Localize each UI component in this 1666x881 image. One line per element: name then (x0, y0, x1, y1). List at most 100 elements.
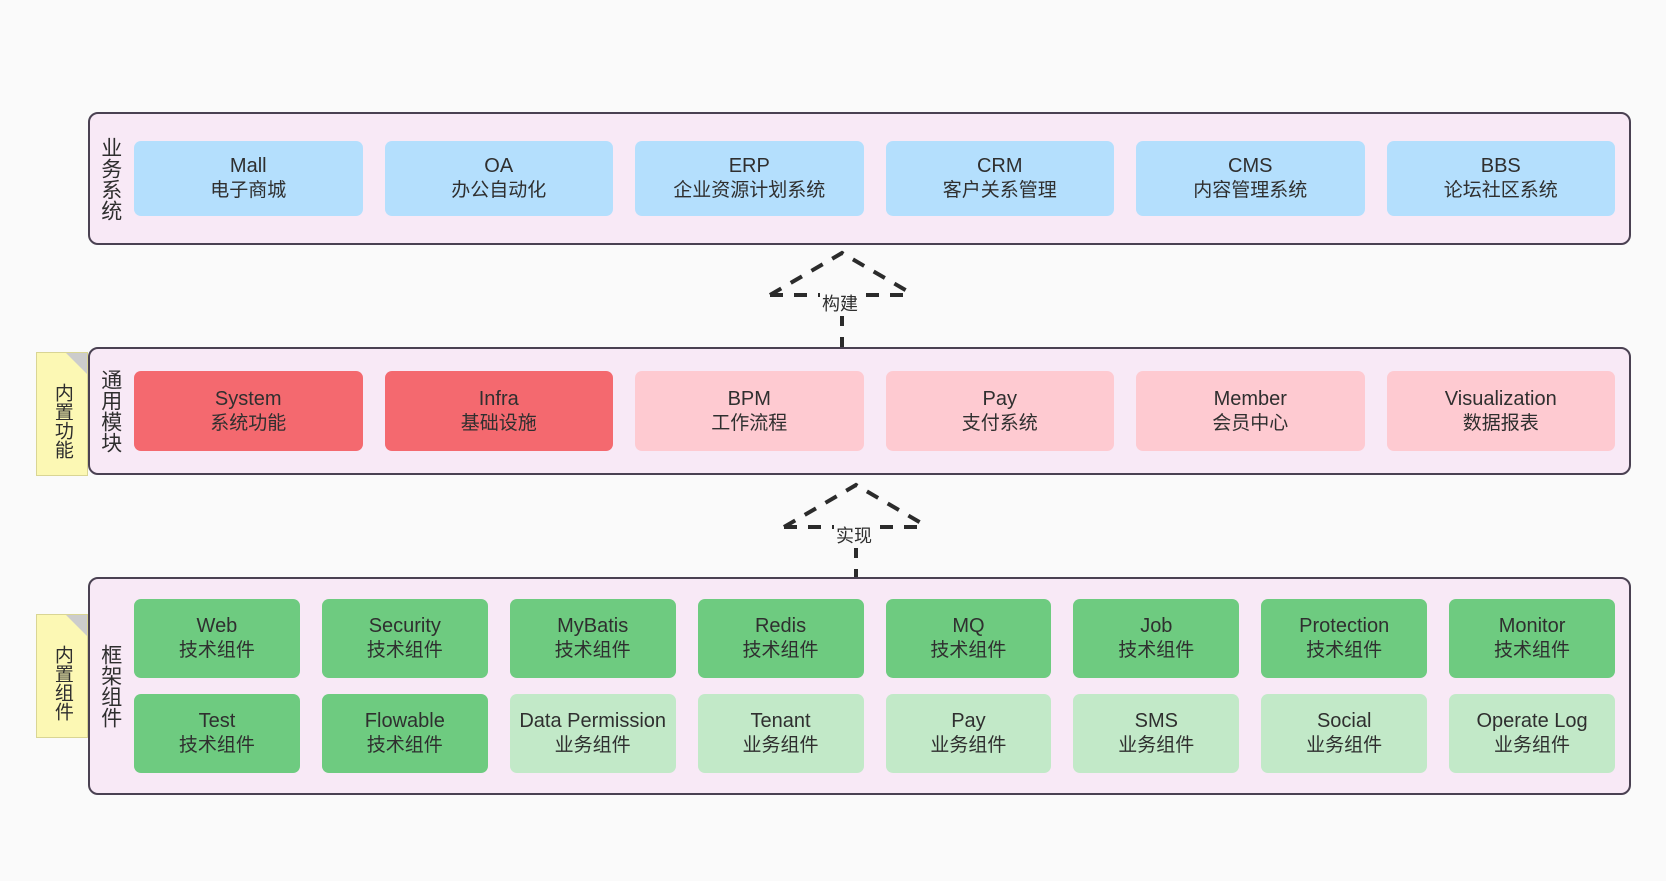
layer-common-modules: 通用模块 System 系统功能 Infra 基础设施 BPM 工作流程 Pay… (88, 347, 1631, 475)
card-title: Pay (982, 387, 1017, 410)
card-tenant[interactable]: Tenant 业务组件 (697, 694, 864, 773)
card-title: SMS (1134, 710, 1178, 733)
layer-framework-components: 框架组件 Web 技术组件 Security 技术组件 MyBatis 技术组件… (88, 577, 1631, 795)
card-subtitle: 业务组件 (930, 735, 1007, 757)
card-subtitle: 技术组件 (742, 640, 819, 662)
connector-label-implement: 实现 (834, 522, 874, 548)
card-subtitle: 工作流程 (711, 412, 788, 434)
card-title: Protection (1299, 615, 1390, 638)
card-subtitle: 数据报表 (1462, 412, 1539, 434)
card-title: CMS (1228, 155, 1273, 178)
card-title: ERP (728, 155, 770, 178)
card-subtitle: 客户关系管理 (942, 180, 1057, 202)
card-job[interactable]: Job 技术组件 (1073, 599, 1240, 678)
connector-implement: 实现 (766, 482, 946, 582)
card-visualization[interactable]: Visualization 数据报表 (1386, 371, 1615, 451)
card-protection[interactable]: Protection 技术组件 (1261, 599, 1428, 678)
card-member[interactable]: Member 会员中心 (1136, 371, 1365, 451)
card-row: System 系统功能 Infra 基础设施 BPM 工作流程 Pay 支付系统… (134, 371, 1615, 451)
card-row: Mall 电子商城 OA 办公自动化 ERP 企业资源计划系统 CRM 客户关系… (134, 141, 1615, 216)
note-label: 内置组件 (51, 645, 73, 721)
generalization-arrow-icon (782, 482, 930, 582)
card-subtitle: 技术组件 (366, 640, 443, 662)
card-sms[interactable]: SMS 业务组件 (1073, 694, 1240, 773)
card-subtitle: 技术组件 (178, 640, 255, 662)
card-title: Pay (951, 710, 986, 733)
card-mq[interactable]: MQ 技术组件 (885, 599, 1052, 678)
card-title: Data Permission (519, 710, 667, 733)
card-pay[interactable]: Pay 支付系统 (885, 371, 1114, 451)
card-subtitle: 技术组件 (366, 735, 443, 757)
card-subtitle: 系统功能 (210, 412, 287, 434)
card-title: Tenant (750, 710, 811, 733)
card-title: Member (1213, 387, 1287, 410)
card-subtitle: 基础设施 (460, 412, 537, 434)
layer-title-business: 业务系统 (98, 136, 122, 221)
card-title: System (214, 387, 282, 410)
card-subtitle: 技术组件 (1494, 640, 1571, 662)
generalization-arrow-icon (768, 250, 916, 350)
card-bbs[interactable]: BBS 论坛社区系统 (1386, 141, 1615, 216)
card-subtitle: 企业资源计划系统 (673, 180, 826, 202)
card-cms[interactable]: CMS 内容管理系统 (1136, 141, 1365, 216)
card-title: MyBatis (557, 615, 629, 638)
card-subtitle: 业务组件 (1118, 735, 1195, 757)
card-title: Monitor (1498, 615, 1566, 638)
card-title: Infra (478, 387, 519, 410)
card-title: OA (484, 155, 514, 178)
layer-business-systems: 业务系统 Mall 电子商城 OA 办公自动化 ERP 企业资源计划系统 CRM… (88, 112, 1631, 245)
layer-title-framework: 框架组件 (98, 644, 122, 728)
card-title: Web (196, 615, 238, 638)
card-subtitle: 内容管理系统 (1193, 180, 1308, 202)
card-title: Job (1140, 615, 1173, 638)
card-title: MQ (952, 615, 985, 638)
card-subtitle: 业务组件 (742, 735, 819, 757)
card-title: Test (198, 710, 236, 733)
note-builtin-components: 内置组件 (36, 614, 88, 738)
card-subtitle: 技术组件 (554, 640, 631, 662)
card-flowable[interactable]: Flowable 技术组件 (321, 694, 488, 773)
card-system[interactable]: System 系统功能 (134, 371, 363, 451)
card-security[interactable]: Security 技术组件 (321, 599, 488, 678)
card-redis[interactable]: Redis 技术组件 (697, 599, 864, 678)
card-row: Test 技术组件 Flowable 技术组件 Data Permission … (134, 694, 1615, 773)
card-title: CRM (976, 155, 1023, 178)
layer-body-framework: Web 技术组件 Security 技术组件 MyBatis 技术组件 Redi… (130, 579, 1629, 793)
card-subtitle: 业务组件 (1306, 735, 1383, 757)
card-subtitle: 办公自动化 (451, 180, 547, 202)
card-subtitle: 技术组件 (1118, 640, 1195, 662)
card-title: Visualization (1444, 387, 1557, 410)
card-subtitle: 会员中心 (1212, 412, 1289, 434)
card-oa[interactable]: OA 办公自动化 (384, 141, 613, 216)
card-test[interactable]: Test 技术组件 (134, 694, 300, 773)
card-social[interactable]: Social 业务组件 (1261, 694, 1428, 773)
card-erp[interactable]: ERP 企业资源计划系统 (635, 141, 864, 216)
card-subtitle: 支付系统 (961, 412, 1038, 434)
card-title: BBS (1480, 155, 1521, 178)
card-subtitle: 业务组件 (554, 735, 631, 757)
card-title: BPM (727, 387, 771, 410)
card-monitor[interactable]: Monitor 技术组件 (1449, 599, 1615, 678)
card-title: Social (1316, 710, 1372, 733)
card-title: Redis (754, 615, 807, 638)
card-crm[interactable]: CRM 客户关系管理 (885, 141, 1114, 216)
card-mall[interactable]: Mall 电子商城 (134, 141, 363, 216)
card-row: Web 技术组件 Security 技术组件 MyBatis 技术组件 Redi… (134, 599, 1615, 678)
note-builtin-functions: 内置功能 (36, 352, 88, 476)
card-title: Mall (229, 155, 267, 178)
card-subtitle: 电子商城 (210, 180, 287, 202)
card-subtitle: 技术组件 (178, 735, 255, 757)
card-mybatis[interactable]: MyBatis 技术组件 (509, 599, 676, 678)
note-label: 内置功能 (51, 383, 73, 459)
card-pay-business[interactable]: Pay 业务组件 (885, 694, 1052, 773)
card-operate-log[interactable]: Operate Log 业务组件 (1449, 694, 1615, 773)
connector-label-build: 构建 (820, 290, 860, 316)
card-title: Flowable (364, 710, 445, 733)
card-subtitle: 论坛社区系统 (1443, 180, 1558, 202)
card-web[interactable]: Web 技术组件 (134, 599, 300, 678)
card-title: Operate Log (1476, 710, 1588, 733)
card-data-permission[interactable]: Data Permission 业务组件 (509, 694, 676, 773)
card-bpm[interactable]: BPM 工作流程 (635, 371, 864, 451)
card-infra[interactable]: Infra 基础设施 (384, 371, 613, 451)
